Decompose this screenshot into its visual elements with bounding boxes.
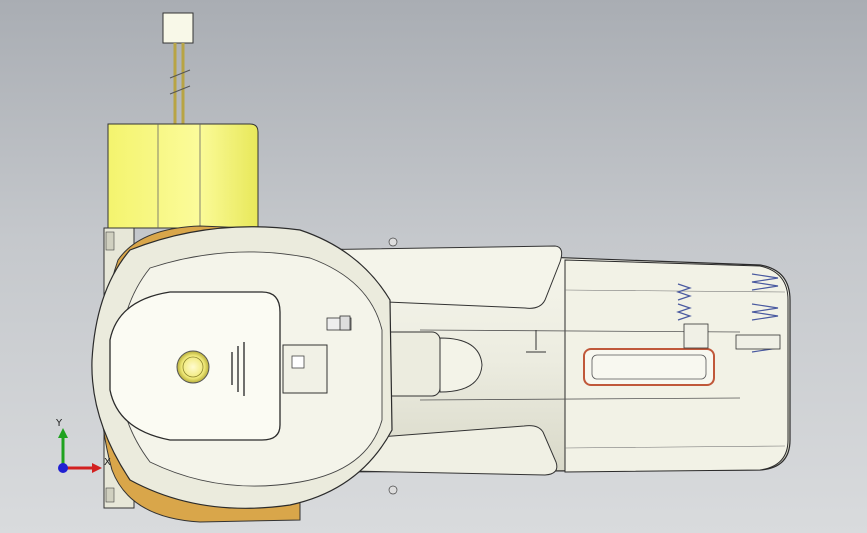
front-springs bbox=[676, 273, 781, 353]
z-axis-dot bbox=[58, 463, 68, 473]
slot-window bbox=[583, 348, 715, 386]
motor-housing bbox=[107, 123, 259, 229]
coordinate-triad: Y X bbox=[55, 418, 111, 473]
x-axis-label: X bbox=[104, 457, 111, 468]
motor-connector bbox=[162, 12, 194, 125]
trigger-block bbox=[282, 315, 352, 394]
gear-head-cover bbox=[109, 291, 281, 441]
y-axis-label: Y bbox=[55, 418, 63, 429]
drive-shaft bbox=[379, 330, 546, 397]
